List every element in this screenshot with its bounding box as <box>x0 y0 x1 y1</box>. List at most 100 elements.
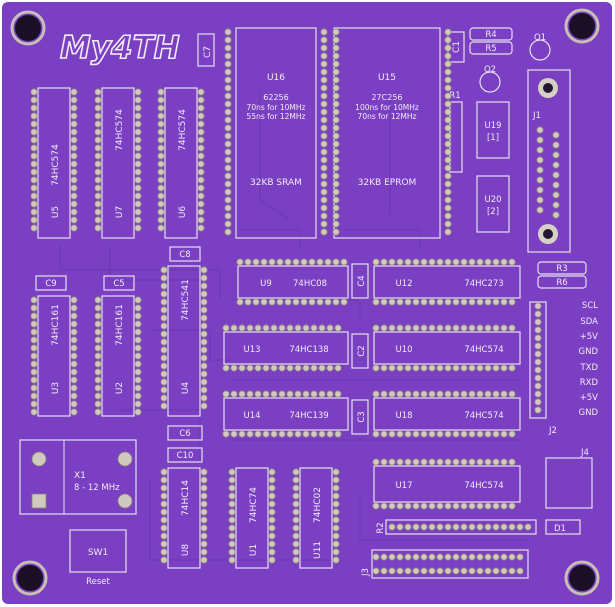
pin-pad <box>238 364 246 372</box>
pin-pad <box>444 204 452 212</box>
pin-pad <box>30 408 38 416</box>
pin-pad <box>372 258 380 266</box>
pin-pad <box>94 384 102 392</box>
pin-pad <box>30 96 38 104</box>
cap-c6: C6 <box>179 429 190 439</box>
pin-pad <box>460 567 468 575</box>
pin-pad <box>278 390 286 398</box>
pin-pad <box>134 144 142 152</box>
pin-pad <box>534 350 542 358</box>
res-r2: R2 <box>376 522 386 533</box>
pin-pad <box>94 136 102 144</box>
pin-pad <box>70 352 78 360</box>
pin-pad <box>420 430 428 438</box>
pin-pad <box>380 502 388 510</box>
pin-pad <box>372 298 380 306</box>
pin-pad <box>332 180 340 188</box>
pin-pad <box>224 60 232 68</box>
pin-pad <box>157 88 165 96</box>
pin-pad <box>396 430 404 438</box>
pin-pad <box>70 104 78 112</box>
pin-pad <box>388 567 396 575</box>
pin-pad <box>500 324 508 332</box>
pin-pad <box>444 298 452 306</box>
pin-pad <box>200 386 208 394</box>
pin-pad <box>30 192 38 200</box>
pin-pad <box>500 430 508 438</box>
pin-pad <box>444 188 452 196</box>
pin-pad <box>484 553 492 561</box>
pin-pad <box>332 156 340 164</box>
pin-pad <box>197 224 205 232</box>
pin-pad <box>94 184 102 192</box>
pin-pad <box>420 553 428 561</box>
pin-pad <box>420 523 428 531</box>
pin-pad <box>332 60 340 68</box>
pin-pad <box>444 148 452 156</box>
pin-pad <box>534 302 542 310</box>
pin-pad <box>70 304 78 312</box>
pin-pad <box>200 516 208 524</box>
pin-pad <box>292 500 300 508</box>
pin-pad <box>372 553 380 561</box>
pin-pad <box>444 502 452 510</box>
pin-pad <box>380 298 388 306</box>
j2-pin-scl: SCL <box>582 301 598 311</box>
pin-pad <box>324 298 332 306</box>
pin-pad <box>70 120 78 128</box>
pin-pad <box>468 258 476 266</box>
pin-pad <box>332 196 340 204</box>
chip-u15-ref: U15 <box>378 73 396 83</box>
pin-pad <box>134 344 142 352</box>
pin-pad <box>332 164 340 172</box>
pin-pad <box>340 258 348 266</box>
chip-u8: 74HC14 U8 <box>167 467 201 569</box>
pin-pad <box>516 553 524 561</box>
pin-pad <box>160 306 168 314</box>
pin-pad <box>134 328 142 336</box>
pin-pad <box>476 458 484 466</box>
pin-pad <box>70 376 78 384</box>
pin-pad <box>134 208 142 216</box>
pin-pad <box>228 500 236 508</box>
pin-pad <box>268 540 276 548</box>
pin-pad <box>332 84 340 92</box>
chip-u15-part: 27C256 <box>371 93 402 102</box>
res-r2-outline <box>385 519 537 535</box>
pin-pad <box>228 540 236 548</box>
pin-pad <box>536 156 544 164</box>
transistor-q1: Q1 <box>534 33 546 43</box>
connector-j4: J4 <box>545 448 593 509</box>
pin-pad <box>444 76 452 84</box>
pin-pad <box>70 200 78 208</box>
cap-c7-outline <box>197 33 215 67</box>
pin-pad <box>292 548 300 556</box>
pin-pad <box>500 364 508 372</box>
pin-pad <box>30 208 38 216</box>
chip-u2-part: 74HC161 <box>115 304 125 346</box>
pin-pad <box>404 258 412 266</box>
pin-pad <box>536 206 544 214</box>
pin-pad <box>428 523 436 531</box>
pin-pad <box>134 296 142 304</box>
pin-pad <box>200 306 208 314</box>
component-pads <box>30 28 560 575</box>
reset-switch-label: Reset <box>86 577 110 587</box>
pin-pad <box>534 406 542 414</box>
pin-pad <box>286 430 294 438</box>
pin-pad <box>302 324 310 332</box>
pin-pad <box>460 364 468 372</box>
pin-pad <box>94 128 102 136</box>
pin-pad <box>412 258 420 266</box>
pin-pad <box>404 567 412 575</box>
pin-pad <box>292 556 300 564</box>
pin-pad <box>332 204 340 212</box>
pin-pad <box>268 484 276 492</box>
pin-pad <box>134 360 142 368</box>
pin-pad <box>320 76 328 84</box>
pin-pad <box>228 468 236 476</box>
pin-pad <box>200 484 208 492</box>
connector-j1-label: J1 <box>532 111 541 121</box>
res-r1: R1 <box>449 91 460 101</box>
pin-pad <box>444 164 452 172</box>
